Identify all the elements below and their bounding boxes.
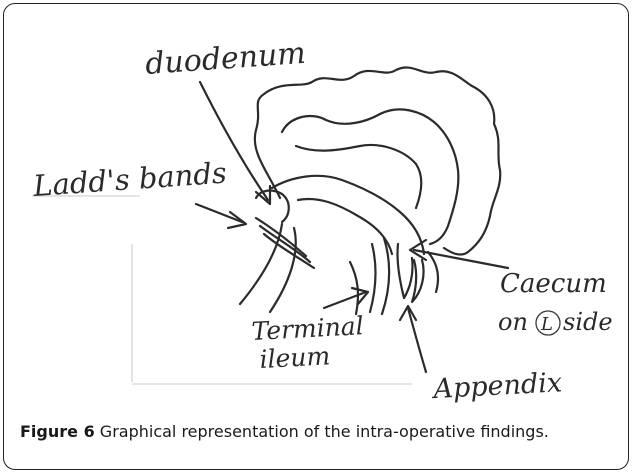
arrow-appendix (400, 306, 426, 372)
arrow-ladds-bands (196, 204, 246, 228)
intraoperative-sketch: duodenum Ladd's bands Caecum on L side T… (20, 12, 624, 424)
svg-text:side: side (563, 308, 613, 336)
caecum-outline (397, 244, 412, 298)
terminal-ileum-1 (370, 244, 376, 312)
label-caecum-line2: on L side (498, 308, 613, 336)
label-appendix: Appendix (430, 367, 563, 405)
terminal-ileum-2 (382, 238, 389, 314)
label-caecum-line1: Caecum (500, 269, 607, 299)
figure-frame: duodenum Ladd's bands Caecum on L side T… (3, 3, 629, 470)
figure-number: Figure 6 (20, 422, 95, 441)
colon-fold-3 (298, 199, 392, 254)
label-ladds-bands: Ladd's bands (31, 156, 228, 204)
ladds-band-3 (264, 234, 314, 268)
figure-caption: Figure 6 Graphical representation of the… (20, 420, 614, 443)
figure-caption-text: Graphical representation of the intra-op… (100, 422, 549, 441)
ladds-band-2 (260, 226, 310, 262)
colon-outline (255, 67, 500, 254)
label-terminal-line1: Terminal (251, 311, 365, 346)
appendix-outline (412, 260, 424, 302)
caecum-right-tail (428, 252, 438, 292)
svg-text:on: on (498, 308, 528, 336)
label-terminal-line2: ileum (259, 341, 331, 374)
svg-text:L: L (540, 314, 553, 335)
arrow-terminal-ileum (324, 288, 368, 308)
label-duodenum: duodenum (144, 36, 307, 82)
